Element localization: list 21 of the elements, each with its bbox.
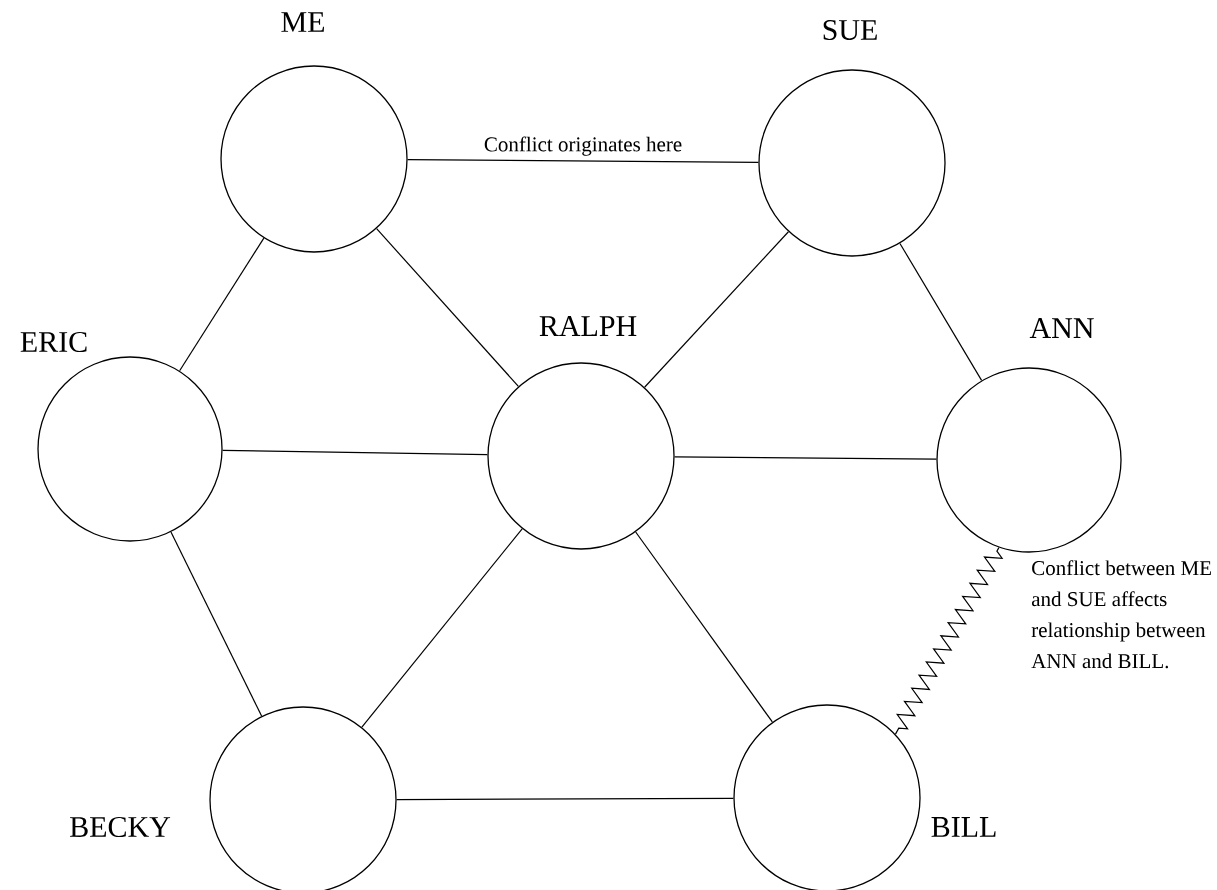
name-label: BILL bbox=[931, 817, 996, 837]
connector-line bbox=[899, 242, 983, 381]
connector-line bbox=[179, 237, 265, 372]
name-label: SUE bbox=[823, 19, 877, 41]
note-text: Conflict between ME and SUE affects relationship between ANN and BILL. bbox=[1031, 560, 1211, 669]
connector-line bbox=[376, 228, 519, 387]
connector-line bbox=[635, 531, 773, 723]
connector-line bbox=[170, 531, 263, 717]
connector-line bbox=[396, 797, 734, 801]
connector-line bbox=[644, 231, 789, 388]
zigzag-line bbox=[894, 547, 1004, 735]
edge-label: Conflict originates here bbox=[482, 135, 684, 157]
name-label: RALPH bbox=[539, 316, 637, 336]
connector-line bbox=[361, 528, 523, 728]
name-label: ERIC bbox=[20, 331, 87, 353]
connector-line bbox=[222, 449, 488, 456]
connector-line bbox=[407, 159, 759, 163]
name-label: BECKY bbox=[70, 816, 171, 838]
connector-line bbox=[674, 456, 937, 460]
name-label: ME bbox=[281, 12, 324, 32]
name-label: ANN bbox=[1029, 318, 1094, 338]
